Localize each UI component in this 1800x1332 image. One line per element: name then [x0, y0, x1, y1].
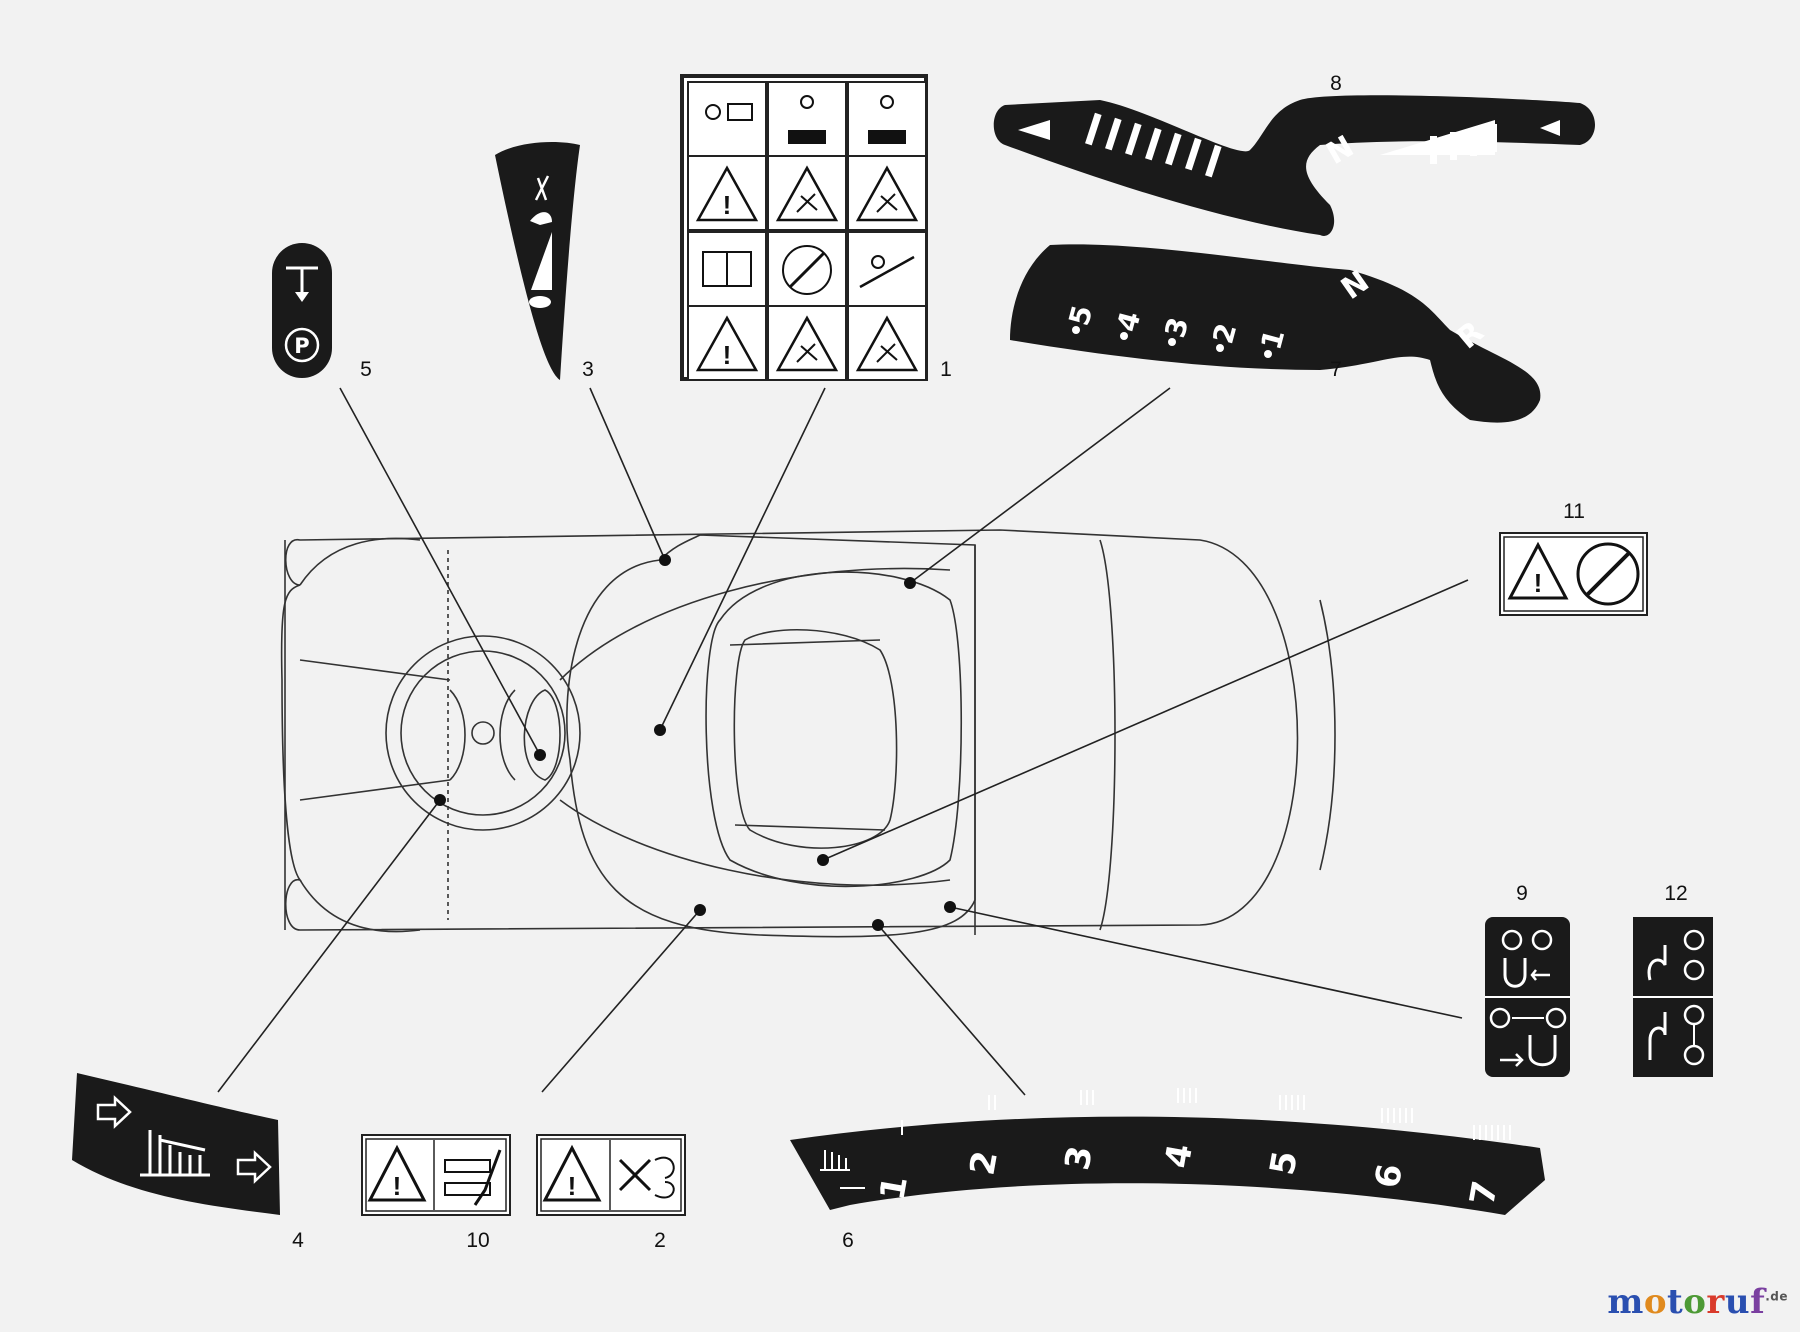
warning-triangle-icon	[855, 165, 919, 222]
dot-5	[534, 749, 546, 761]
reverse-speed-bar	[1105, 117, 1122, 151]
dot-7	[904, 577, 916, 589]
no-hands-icon	[618, 1158, 652, 1192]
forward-arrow-icon	[1540, 120, 1560, 136]
arrow-in-icon	[96, 1095, 132, 1129]
callout-2: 2	[654, 1229, 666, 1252]
leader-dots	[434, 554, 956, 931]
svg-text:!: !	[568, 1171, 577, 1201]
decal-10-warning: !	[361, 1134, 511, 1216]
dot-11	[817, 854, 829, 866]
warning-triangle-icon	[1507, 541, 1569, 600]
warning-triangle-icon	[855, 315, 919, 372]
callout-8: 8	[1330, 72, 1342, 95]
reverse-speed-bar	[1125, 122, 1142, 156]
gear-dot	[1072, 326, 1080, 334]
decal-8-speed-lever: N	[993, 95, 1595, 236]
decal-3-throttle	[495, 142, 580, 380]
reverse-speed-bar	[1185, 137, 1202, 171]
throttle-wedge-icon	[531, 232, 552, 290]
svg-text:!: !	[723, 190, 732, 220]
decal-1-safety-grid: !!	[680, 74, 928, 381]
dot-2	[694, 904, 706, 916]
warning-triangle-icon	[775, 165, 839, 222]
warning-triangle-icon	[695, 315, 759, 372]
leader-lines	[217, 387, 1469, 1096]
turtle-icon	[529, 296, 551, 308]
reverse-speed-bar	[1145, 127, 1162, 161]
parking-icon	[284, 327, 320, 363]
reverse-arrow-icon	[1018, 120, 1050, 140]
reverse-speed-bar	[1205, 144, 1222, 178]
gear-dot	[1168, 338, 1176, 346]
rotation-icon	[654, 1156, 675, 1199]
parking-symbol: P	[294, 334, 309, 358]
warning-triangle-icon	[367, 1144, 427, 1202]
reverse-speed-bar	[1085, 112, 1102, 146]
height-scale-icon	[820, 1150, 865, 1189]
no-passenger-icon	[782, 245, 832, 295]
callout-7: 7	[1330, 358, 1342, 381]
warning-triangle-icon	[542, 1144, 602, 1202]
key-icon	[705, 104, 721, 120]
arrow-down-icon	[295, 292, 309, 302]
operator-seat-icon	[788, 130, 826, 144]
choke-icon	[534, 175, 550, 201]
callout-12: 12	[1664, 882, 1687, 905]
callout-11: 11	[1563, 500, 1585, 523]
callout-10: 10	[466, 1229, 489, 1252]
decal-4-cutting-height	[72, 1073, 280, 1215]
dot-3	[659, 554, 671, 566]
warning-triangle-icon	[695, 165, 759, 222]
decal-5-parking-brake: P	[272, 243, 332, 378]
reverse-speed-bar	[1165, 132, 1182, 166]
operator-seat-icon	[868, 130, 906, 144]
gear-dot	[1264, 350, 1272, 358]
decal-8-speed-bars	[1085, 112, 1497, 178]
warning-triangle-icon	[775, 315, 839, 372]
svg-text:!: !	[1534, 568, 1543, 598]
svg-text:!: !	[723, 340, 732, 370]
decal-11-warning: !	[1499, 532, 1648, 616]
grass-height-icon	[140, 1130, 210, 1177]
watermark-suffix: .de	[1765, 1289, 1788, 1304]
watermark-logo: motoruf.de	[1607, 1282, 1788, 1322]
forward-wedge-icon	[1380, 120, 1495, 155]
dot-9	[944, 901, 956, 913]
dot-1	[654, 724, 666, 736]
dot-6	[872, 919, 884, 931]
hazard-icon	[876, 193, 898, 213]
svg-text:!: !	[393, 1171, 402, 1201]
hazard-icon	[796, 343, 818, 363]
callout-3: 3	[582, 358, 594, 381]
hazard-icon	[796, 193, 818, 213]
u-turn-icon	[1503, 958, 1527, 988]
rabbit-icon	[530, 212, 552, 225]
gear-dot	[1120, 332, 1128, 340]
decal-12-attachment-symbols	[1633, 917, 1713, 1077]
callout-6: 6	[842, 1229, 854, 1252]
lever-icon	[1647, 945, 1667, 981]
decal-2-warning: !	[536, 1134, 686, 1216]
callout-1: 1	[940, 358, 952, 381]
dot-4	[434, 794, 446, 806]
blade-icon	[444, 1159, 491, 1196]
tractor-outline	[280, 529, 1336, 938]
callout-5: 5	[360, 358, 372, 381]
gear-dot	[1216, 344, 1224, 352]
callout-4: 4	[292, 1229, 304, 1252]
hazard-icon	[876, 343, 898, 363]
callout-9: 9	[1516, 882, 1528, 905]
slope-icon	[859, 255, 915, 289]
decal-9-drive-symbols	[1485, 917, 1570, 1077]
arrow-out-icon	[236, 1150, 272, 1184]
